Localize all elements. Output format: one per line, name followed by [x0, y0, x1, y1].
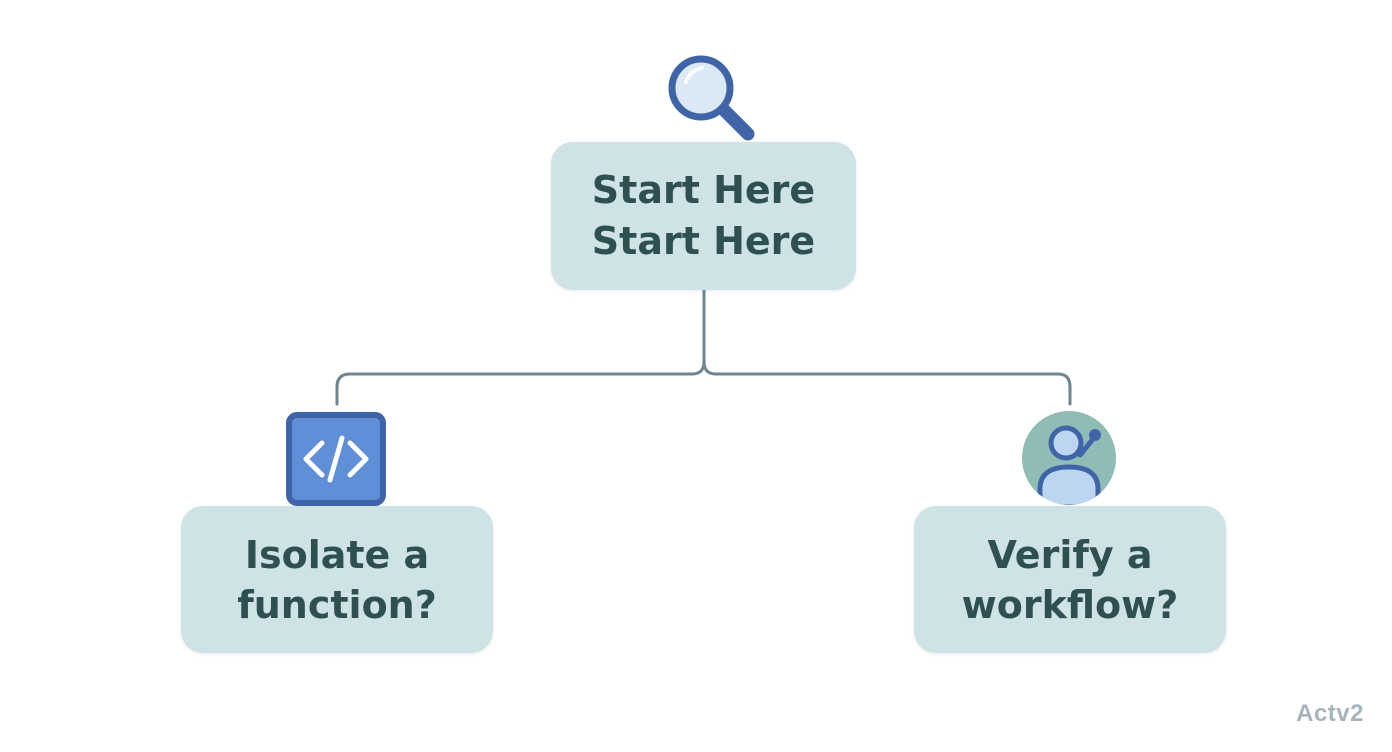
connector-left-branch — [335, 372, 694, 406]
isolate-function-node: Isolate a function? — [181, 506, 493, 653]
start-here-node: Start Here Start Here — [551, 142, 856, 290]
verify-workflow-line-1: Verify a — [987, 532, 1153, 577]
start-here-line-1: Start Here — [591, 168, 816, 212]
start-here-line-2: Start Here — [591, 219, 816, 263]
verify-workflow-node: Verify a workflow? — [914, 506, 1226, 653]
code-icon — [286, 412, 386, 506]
verify-workflow-line-2: workflow? — [961, 582, 1179, 627]
isolate-function-line-2: function? — [237, 582, 437, 627]
connector-root-stem — [690, 288, 706, 376]
user-icon — [1022, 411, 1116, 505]
connector-right-branch — [702, 360, 1072, 406]
watermark-text: Actv2 — [1296, 700, 1364, 727]
search-icon — [668, 55, 755, 141]
isolate-function-line-1: Isolate a — [244, 532, 430, 577]
